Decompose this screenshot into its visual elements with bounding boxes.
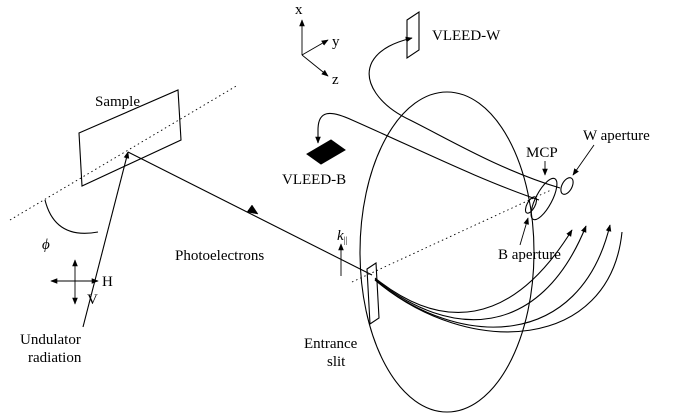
sample: Sample [78,89,182,187]
sample-axis-dotted-line [9,84,239,221]
orbit-inner [374,229,573,313]
photoelectron-direction-arrowhead [246,204,259,215]
undulator-beam-arrow [82,151,130,328]
electron-orbits [374,224,623,333]
vleed-b-plate [306,139,346,165]
hemispherical-analyzer [359,91,535,413]
entrance-slit-label-line1: Entrance [304,336,358,352]
orbit-outermost [374,231,623,333]
v-label: V [87,292,98,308]
coordinate-axes: x y z [295,2,340,88]
y-axis-arrow [301,39,329,56]
b-aperture-label: B aperture [498,247,561,263]
w-aperture-label: W aperture [583,128,650,144]
mcp-label: MCP [526,145,558,161]
vleed-b-target: VLEED-B [282,139,346,188]
phi-label: ϕ [42,237,50,253]
polarization-cross: H V [50,259,113,308]
k-parallel-label: k|| [337,228,347,245]
sample-label: Sample [95,94,140,110]
y-axis-label: y [332,34,340,50]
entrance-slit-label-line2: slit [327,354,346,370]
x-axis-label: x [295,2,303,18]
undulator-label-line1: Undulator [20,332,81,348]
b-aperture [524,196,538,214]
vleed-w-target: VLEED-W [406,10,501,60]
photoelectron-path [127,151,373,276]
z-axis-label: z [332,72,339,88]
h-label: H [102,274,113,290]
mcp-detector [530,177,558,221]
b-aperture-pointer [519,217,529,246]
photoelectrons-label: Photoelectrons [175,248,264,264]
z-axis-arrow [301,54,329,77]
path-to-vleed-b [315,112,540,201]
w-aperture [560,177,574,195]
orbit-middle [374,225,587,321]
entrance-slit [366,262,380,325]
phi-angle-arc [44,199,99,234]
sample-plate [78,89,182,187]
analyzer-axis-dotted-line [351,189,552,283]
vleed-b-label: VLEED-B [282,172,346,188]
detector-assembly [524,177,574,221]
path-to-vleed-w [368,36,561,189]
undulator-label-line2: radiation [28,350,82,366]
w-aperture-pointer [572,144,595,176]
vleed-w-label: VLEED-W [432,28,501,44]
orbit-outer [374,224,612,328]
vleed-w-plate [406,10,420,60]
